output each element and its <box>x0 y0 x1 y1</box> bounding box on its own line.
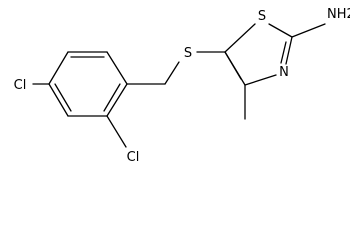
bond-n3-c4 <box>244 74 277 86</box>
bond-ch2-s <box>164 61 180 85</box>
bond-ring-a2-a3 <box>48 51 69 85</box>
bond-ring-a6-a1 <box>106 51 128 85</box>
atom-label-ring-s: S <box>258 9 266 24</box>
bond-cl-ortho <box>106 115 127 148</box>
bond-c2-n3-inner <box>280 41 287 64</box>
atom-label-thioether-s: S <box>184 46 192 61</box>
bond-ring-a5-a6 <box>106 83 128 117</box>
bond-c2-n3 <box>285 36 293 65</box>
molecule-structure: S S N NH2 Cl Cl <box>14 7 350 164</box>
atom-label-cl-ortho: Cl <box>127 150 140 164</box>
atom-label-amine: NH2 <box>327 7 350 22</box>
bond-ring-a3-a4-inner <box>54 83 72 112</box>
atom-labels: S S N NH2 Cl Cl <box>14 7 350 164</box>
bond-ring-a3-a4 <box>48 83 69 117</box>
bond-c4-c5-inner <box>224 51 242 80</box>
bonds <box>32 23 326 148</box>
atom-label-cl-para: Cl <box>14 78 27 93</box>
bond-c2-nh2 <box>291 23 326 38</box>
bond-ring-a5-a6-inner <box>103 83 121 112</box>
bond-s1-c2 <box>268 23 293 38</box>
atom-label-ring-n: N <box>279 65 289 80</box>
bond-c5-s1 <box>224 23 256 53</box>
